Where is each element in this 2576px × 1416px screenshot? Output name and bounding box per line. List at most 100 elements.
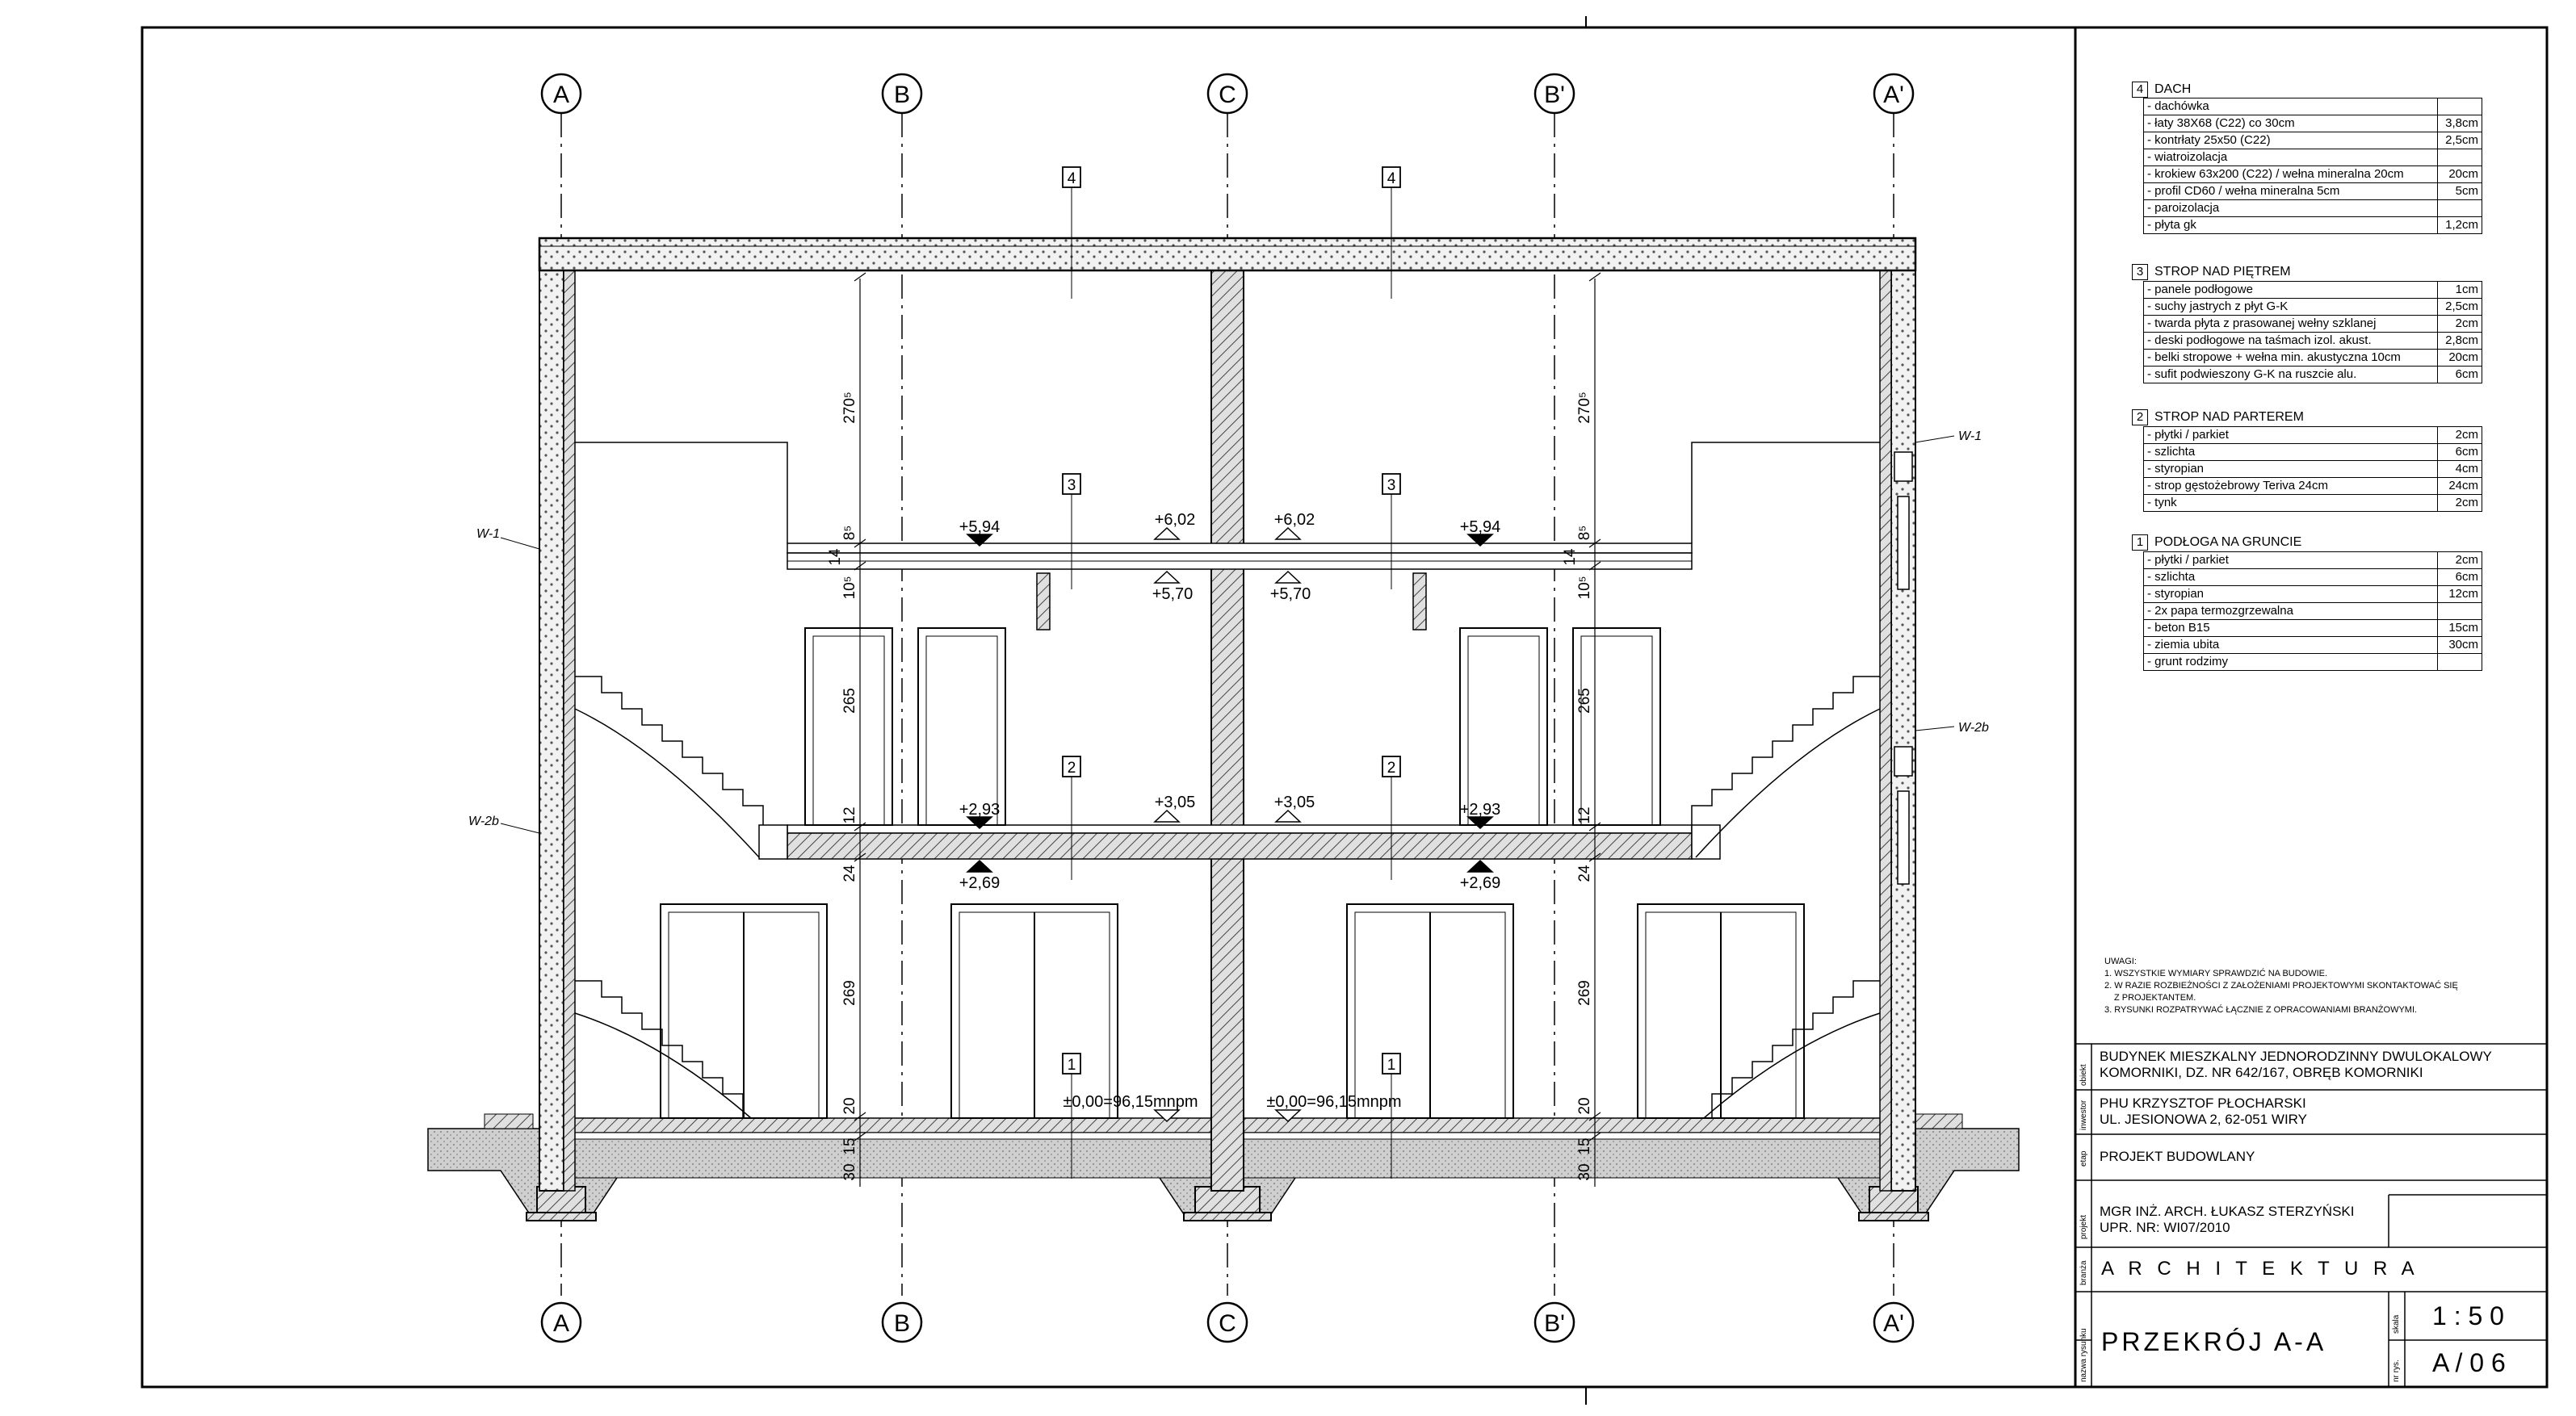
- table-row: - kontrłaty 25x50 (C22)2,5cm: [2143, 132, 2482, 149]
- layer-mark-1-left: 1: [1068, 1057, 1076, 1074]
- table-row: - grunt rodzimy: [2143, 653, 2482, 671]
- level-305-right: +3,05: [1274, 794, 1315, 811]
- layer-marks: [1062, 166, 1401, 1179]
- sheet-frame: [141, 26, 2549, 1389]
- wall-tag-w2b-left: W-2b: [468, 815, 499, 828]
- level-594-left: +5,94: [959, 518, 1001, 536]
- layer-mark-4-right: 4: [1387, 170, 1396, 187]
- inwestor-line-2: UL. JESIONOWA 2, 62-051 WIRY: [2100, 1112, 2307, 1127]
- projekt-line-2: UPR. NR: WI07/2010: [2100, 1220, 2230, 1235]
- label-projekt: projekt: [2079, 1214, 2088, 1239]
- sheet-number: A / 0 6: [2432, 1348, 2506, 1377]
- layer-mark-3-left: 3: [1068, 477, 1076, 494]
- dim-270-left: 270⁵: [841, 392, 858, 424]
- dim-270-right: 270⁵: [1576, 392, 1593, 424]
- dim-30-left: 30: [841, 1163, 858, 1180]
- note-1: 1. WSZYSTKIE WYMIARY SPRAWDZIĆ NA BUDOWI…: [2104, 969, 2328, 978]
- layer-4-number: 4: [2132, 82, 2148, 98]
- level-305-left: +3,05: [1155, 794, 1196, 811]
- axis-label-bottom-c: C: [1219, 1310, 1236, 1337]
- ground-floor-windows: [660, 903, 1805, 1119]
- layer-mark-2-left: 2: [1068, 760, 1076, 777]
- table-row: - wiatroizolacja: [2143, 149, 2482, 166]
- label-skala: skala: [2392, 1314, 2401, 1334]
- projekt-line-1: MGR INŻ. ARCH. ŁUKASZ STERZYŃSKI: [2100, 1204, 2355, 1219]
- layer-mark-1-right: 1: [1387, 1057, 1396, 1074]
- level-000-left: ±0,00=96,15mnpm: [1063, 1093, 1198, 1111]
- layer-3-number: 3: [2132, 264, 2148, 280]
- table-row: - sufit podwieszony G-K na ruszcie alu.6…: [2143, 366, 2482, 383]
- axis-label-top-b: B: [894, 82, 910, 108]
- axis-bubbles-top: [540, 73, 1915, 115]
- axis-label-bottom-b: B: [894, 1310, 910, 1337]
- axis-label-bottom-a: A: [553, 1310, 569, 1337]
- table-row: - belki stropowe + wełna min. akustyczna…: [2143, 349, 2482, 367]
- dim-269-right: 269: [1576, 980, 1593, 1006]
- axis-label-bottom-a-prime: A': [1883, 1310, 1904, 1337]
- dim-24-left: 24: [841, 865, 858, 882]
- dim-265-left: 265: [841, 688, 858, 714]
- axis-label-top-b-prime: B': [1544, 82, 1565, 108]
- label-etap: etap: [2079, 1150, 2088, 1167]
- branza-value: A R C H I T E K T U R A: [2101, 1258, 2419, 1280]
- table-row: - 2x papa termozgrzewalna: [2143, 602, 2482, 620]
- dim-85-left: 8⁵: [841, 526, 858, 540]
- dim-269-left: 269: [841, 980, 858, 1006]
- level-594-right: +5,94: [1460, 518, 1501, 536]
- obiekt-line-1: BUDYNEK MIESZKALNY JEDNORODZINNY DWULOKA…: [2100, 1049, 2492, 1064]
- level-269-right: +2,69: [1460, 874, 1501, 892]
- dim-265-right: 265: [1576, 688, 1593, 714]
- right-wall-windows: [1894, 451, 1913, 885]
- wall-tag-w1-left: W-1: [476, 527, 500, 541]
- layer-mark-3-right: 3: [1387, 477, 1396, 494]
- dimension-lines: [854, 272, 1601, 1187]
- title-block-lines: [2075, 1043, 2547, 1387]
- level-293-left: +2,93: [959, 801, 1001, 819]
- dim-20-right: 20: [1576, 1097, 1593, 1114]
- notes: UWAGI: 1. WSZYSTKIE WYMIARY SPRAWDZIĆ NA…: [2104, 956, 2458, 1016]
- roof: [538, 237, 1917, 272]
- table-row: - paroizolacja: [2143, 199, 2482, 217]
- table-row: - deski podłogowe na taśmach izol. akust…: [2143, 332, 2482, 350]
- level-293-right: +2,93: [1460, 801, 1501, 819]
- etap-value: PROJEKT BUDOWLANY: [2100, 1149, 2255, 1164]
- attic-floor: [575, 442, 1880, 570]
- label-inwestor: inwestor: [2079, 1100, 2088, 1130]
- layer-4-heading: 4 DACH: [2132, 82, 2191, 98]
- drawing-name: PRZEKRÓJ A-A: [2101, 1327, 2327, 1356]
- label-nazwa: nazwa rysunku: [2079, 1328, 2088, 1382]
- foundation-footings: [526, 1186, 1929, 1221]
- layer-1-heading: 1 PODŁOGA NA GRUNCIE: [2132, 534, 2301, 551]
- layer-2-number: 2: [2132, 409, 2148, 425]
- layer-mark-4-left: 4: [1068, 170, 1076, 187]
- layer-3-heading: 3 STROP NAD PIĘTREM: [2132, 264, 2291, 280]
- level-000-right: ±0,00=96,15mnpm: [1266, 1093, 1401, 1111]
- outer-walls: [539, 237, 1916, 1192]
- dim-15-left: 15: [841, 1137, 858, 1154]
- layer-3-title: STROP NAD PIĘTREM: [2154, 265, 2291, 279]
- layer-2-heading: 2 STROP NAD PARTEREM: [2132, 409, 2304, 425]
- dim-14-right: 14: [1562, 548, 1579, 566]
- central-wall: [1210, 270, 1244, 1192]
- table-row: - krokiew 63x200 (C22) / wełna mineralna…: [2143, 165, 2482, 183]
- table-row: - twarda płyta z prasowanej wełny szklan…: [2143, 315, 2482, 333]
- table-row: - dachówka: [2143, 98, 2482, 115]
- dim-85-right: 8⁵: [1576, 526, 1593, 540]
- level-570-right: +5,70: [1270, 585, 1311, 603]
- axis-label-top-c: C: [1219, 82, 1236, 108]
- stairs-upper-left: [574, 676, 764, 858]
- layer-mark-2-right: 2: [1387, 760, 1396, 777]
- stairs-lower-left: [574, 980, 752, 1119]
- axis-label-top-a: A: [553, 82, 569, 108]
- note-3: 3. RYSUNKI ROZPATRYWAĆ ŁĄCZNIE Z OPRACOW…: [2104, 1005, 2418, 1015]
